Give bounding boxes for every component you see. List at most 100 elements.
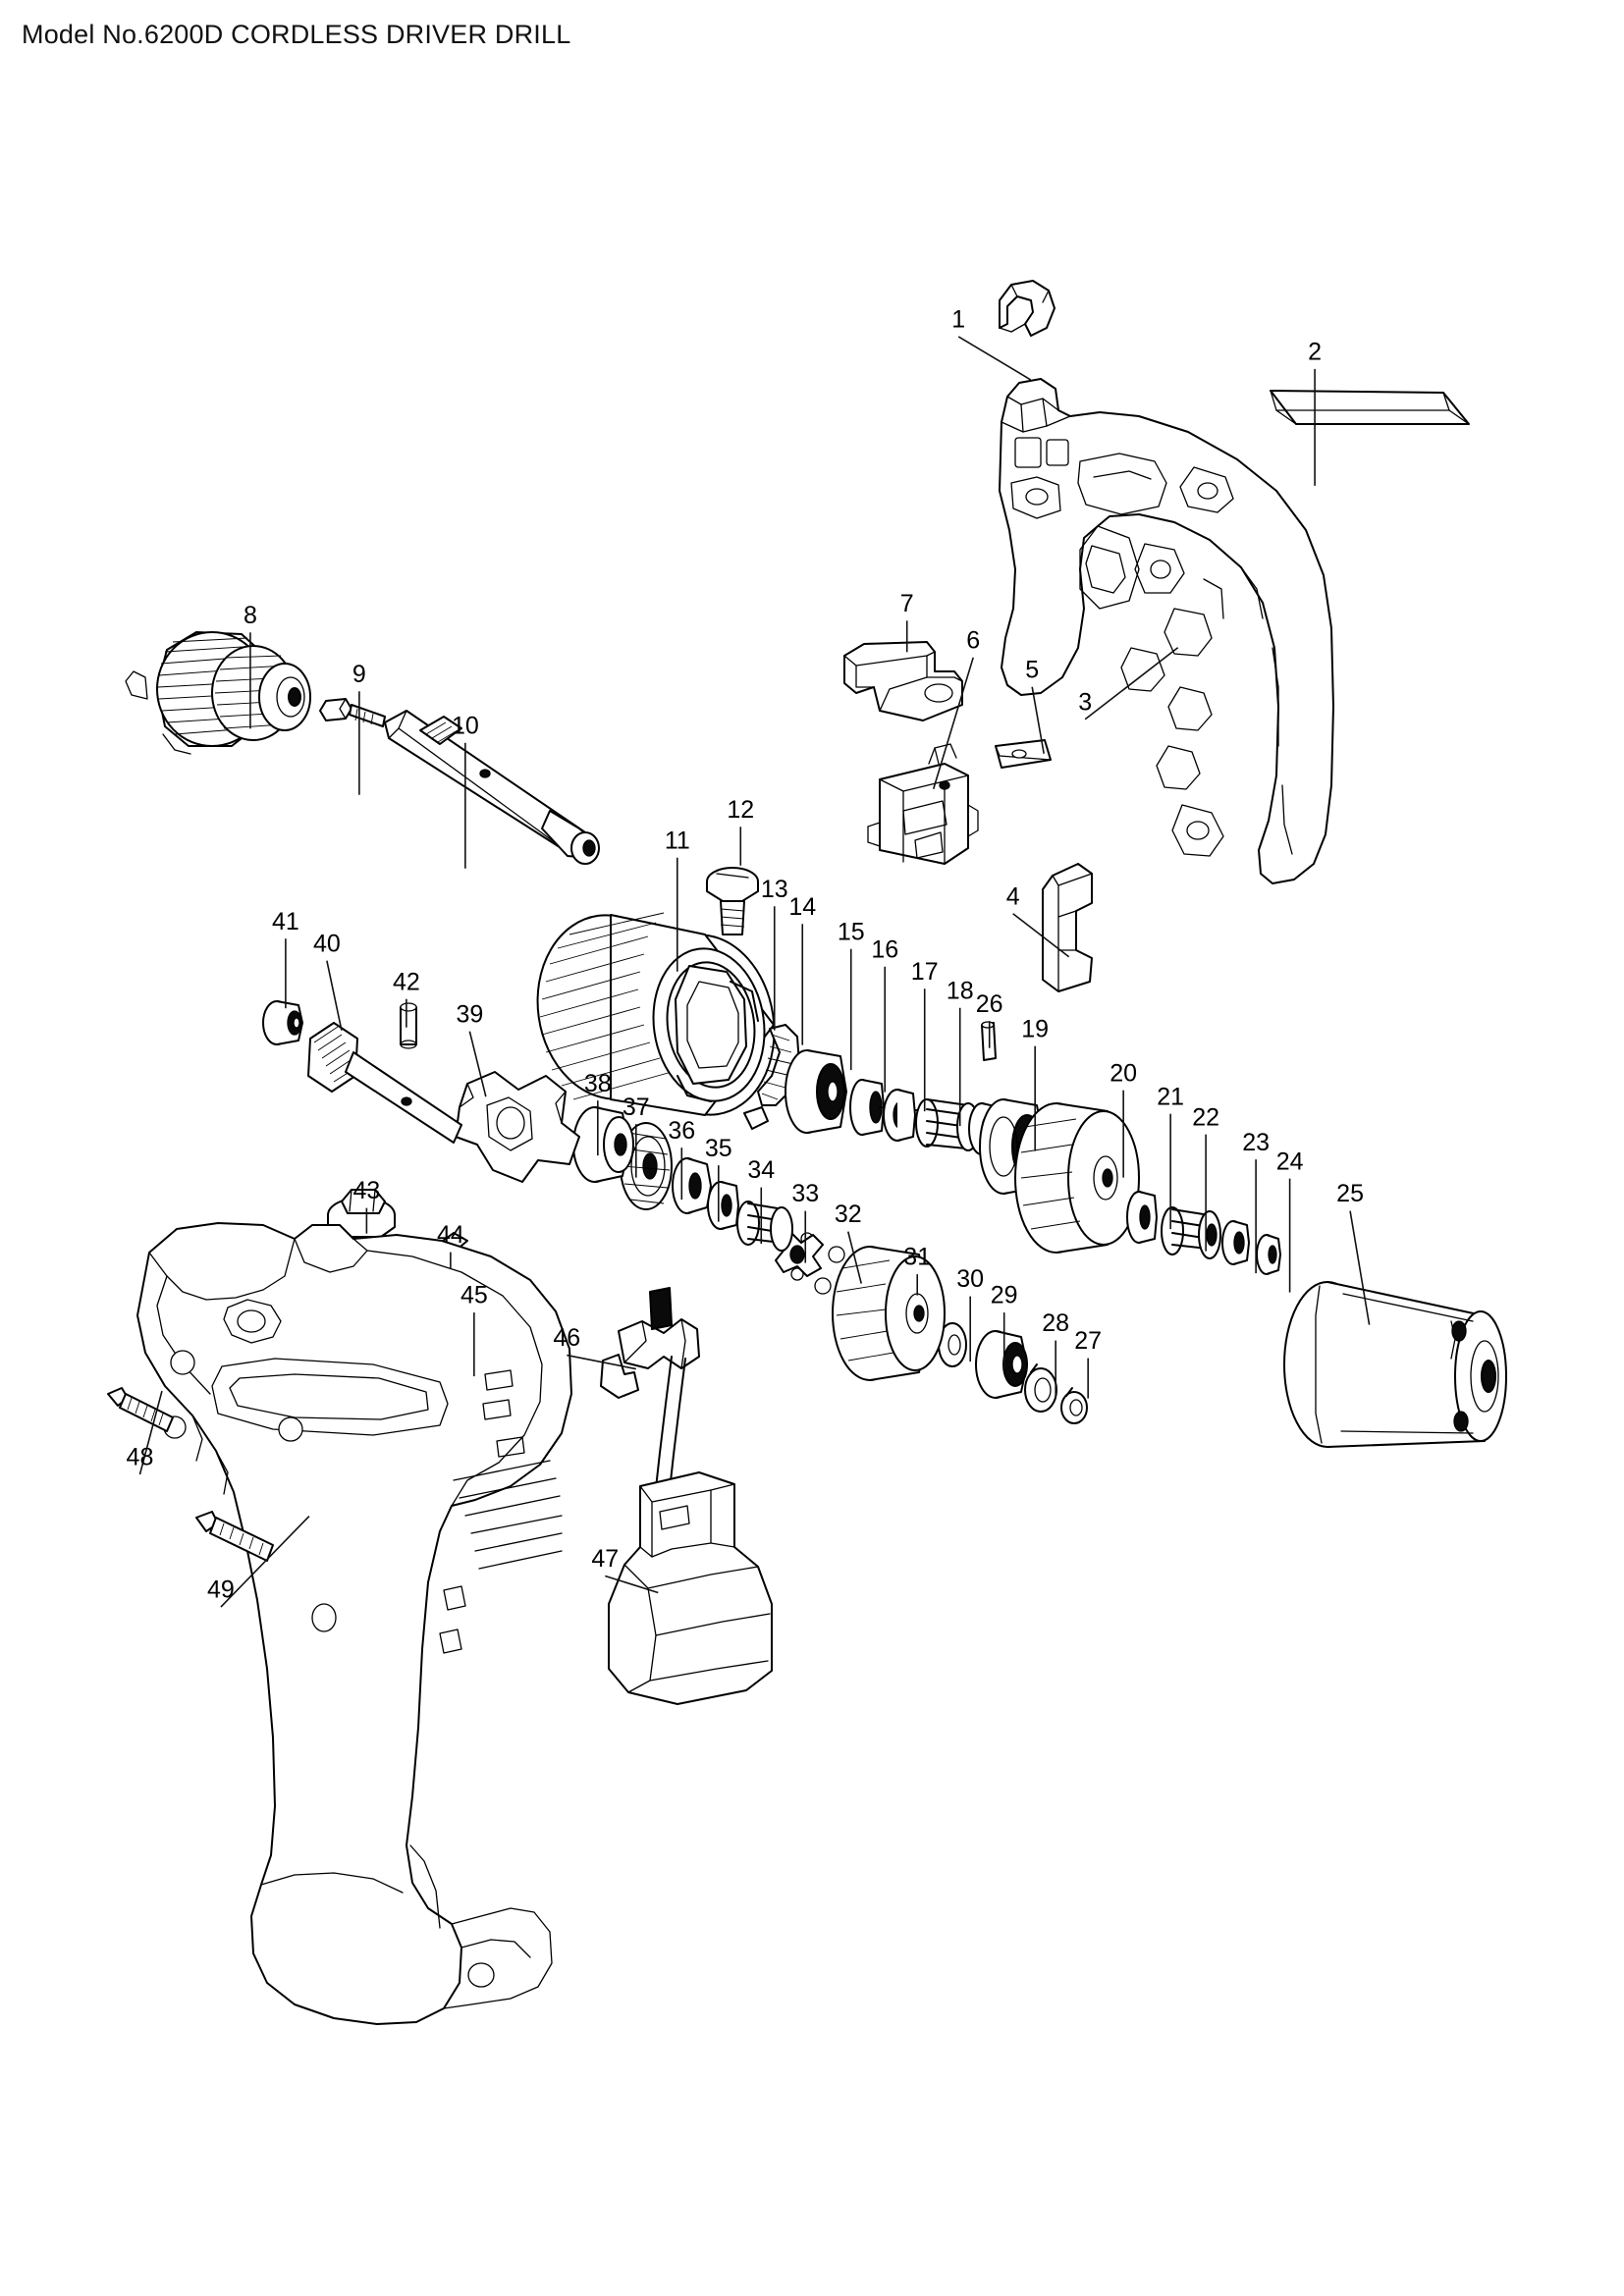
callout-2: 2 — [1308, 339, 1322, 486]
callout-number-39: 39 — [456, 1000, 483, 1028]
callout-45: 45 — [460, 1282, 488, 1377]
callout-number-31: 31 — [903, 1244, 931, 1271]
callout-28: 28 — [1042, 1309, 1069, 1399]
part-reverse-lever — [843, 641, 963, 721]
callout-number-14: 14 — [788, 893, 816, 921]
callout-17: 17 — [911, 958, 939, 1112]
callout-number-45: 45 — [460, 1282, 488, 1309]
part-terminal-contact-46 — [600, 1287, 700, 1491]
callout-number-37: 37 — [623, 1094, 650, 1121]
callout-number-42: 42 — [393, 968, 420, 995]
callout-number-38: 38 — [584, 1070, 612, 1097]
callout-number-40: 40 — [313, 930, 341, 957]
callout-number-35: 35 — [705, 1135, 732, 1162]
callout-40: 40 — [313, 930, 343, 1031]
callout-49: 49 — [207, 1515, 310, 1608]
part-retaining-ring-28 — [1024, 1363, 1057, 1413]
part-pan-head-screw — [706, 867, 759, 935]
part-housing-right — [999, 378, 1334, 884]
part-drill-chuck — [125, 631, 311, 755]
leader-line-4 — [1012, 913, 1070, 958]
part-steel-ball-16 — [883, 1089, 916, 1142]
callout-number-34: 34 — [747, 1156, 775, 1184]
callout-number-15: 15 — [838, 918, 865, 945]
callout-number-30: 30 — [956, 1265, 984, 1293]
callout-35: 35 — [705, 1135, 732, 1222]
callout-number-46: 46 — [553, 1324, 580, 1352]
callout-number-7: 7 — [900, 590, 914, 617]
part-bearing-ring-41 — [262, 1000, 303, 1045]
callout-19: 19 — [1021, 1015, 1049, 1151]
callout-number-19: 19 — [1021, 1015, 1049, 1042]
callout-number-4: 4 — [1006, 882, 1020, 910]
part-washer-14 — [785, 1049, 847, 1134]
callout-14: 14 — [788, 893, 816, 1045]
leader-line-46 — [567, 1354, 636, 1370]
callout-6: 6 — [932, 626, 980, 789]
page-title: Model No.6200D CORDLESS DRIVER DRILL — [22, 20, 571, 49]
callout-16: 16 — [871, 935, 898, 1093]
part-motor-25 — [1283, 1281, 1507, 1448]
callout-22: 22 — [1192, 1103, 1219, 1252]
callout-5: 5 — [1025, 656, 1045, 754]
callout-number-47: 47 — [591, 1545, 619, 1573]
callout-9: 9 — [352, 661, 366, 795]
leader-line-49 — [220, 1515, 310, 1608]
part-lock-washer-27 — [1060, 1387, 1088, 1424]
callout-number-29: 29 — [991, 1282, 1018, 1309]
callout-number-5: 5 — [1025, 656, 1039, 683]
callout-11: 11 — [665, 827, 690, 972]
part-battery-cartridge-47 — [608, 1471, 773, 1705]
leader-line-48 — [138, 1390, 163, 1475]
callout-26: 26 — [976, 990, 1003, 1048]
callout-18: 18 — [947, 977, 974, 1127]
part-name-plate — [1270, 390, 1470, 425]
callout-48: 48 — [127, 1390, 163, 1475]
leader-line-6 — [932, 657, 974, 789]
callout-43: 43 — [352, 1177, 380, 1234]
callout-number-9: 9 — [352, 661, 366, 688]
callout-number-3: 3 — [1078, 688, 1092, 716]
callout-15: 15 — [838, 918, 865, 1071]
callout-number-44: 44 — [437, 1221, 464, 1249]
callout-number-32: 32 — [835, 1201, 862, 1228]
part-lever-plate — [1042, 863, 1093, 992]
callout-41: 41 — [272, 908, 299, 1009]
part-housing-left — [136, 1222, 572, 2025]
callout-10: 10 — [452, 712, 479, 869]
callout-number-20: 20 — [1110, 1059, 1137, 1087]
callout-number-23: 23 — [1242, 1129, 1270, 1156]
callout-29: 29 — [991, 1282, 1018, 1369]
leader-line-40 — [326, 960, 343, 1031]
part-washer-24 — [1256, 1234, 1281, 1275]
part-carrier-38 — [572, 1106, 634, 1183]
callout-number-11: 11 — [665, 827, 690, 854]
callout-32: 32 — [835, 1201, 863, 1284]
callout-23: 23 — [1242, 1129, 1270, 1274]
part-clutch-plate-39 — [455, 1071, 580, 1183]
callout-12: 12 — [727, 796, 754, 866]
callout-44: 44 — [437, 1221, 464, 1269]
callout-number-13: 13 — [761, 876, 788, 903]
part-roll-pin-42 — [400, 1002, 417, 1049]
callout-number-33: 33 — [791, 1180, 819, 1207]
leader-line-5 — [1031, 686, 1045, 754]
part-tapping-screw-48 — [107, 1387, 174, 1432]
callout-number-6: 6 — [966, 626, 980, 654]
callout-46: 46 — [553, 1324, 636, 1370]
part-compression-spring-15 — [849, 1079, 930, 1136]
callout-number-49: 49 — [207, 1576, 235, 1604]
callout-39: 39 — [456, 1000, 487, 1097]
callout-3: 3 — [1078, 647, 1179, 721]
leader-line-1 — [957, 336, 1032, 381]
callout-34: 34 — [747, 1156, 775, 1245]
callout-number-1: 1 — [951, 306, 965, 334]
part-tapping-screw-49 — [195, 1511, 274, 1562]
callout-36: 36 — [668, 1117, 695, 1201]
part-spacer-36 — [672, 1157, 712, 1214]
callout-number-22: 22 — [1192, 1103, 1219, 1131]
part-ball-bearing-29 — [975, 1330, 1028, 1399]
callout-30: 30 — [956, 1265, 984, 1362]
